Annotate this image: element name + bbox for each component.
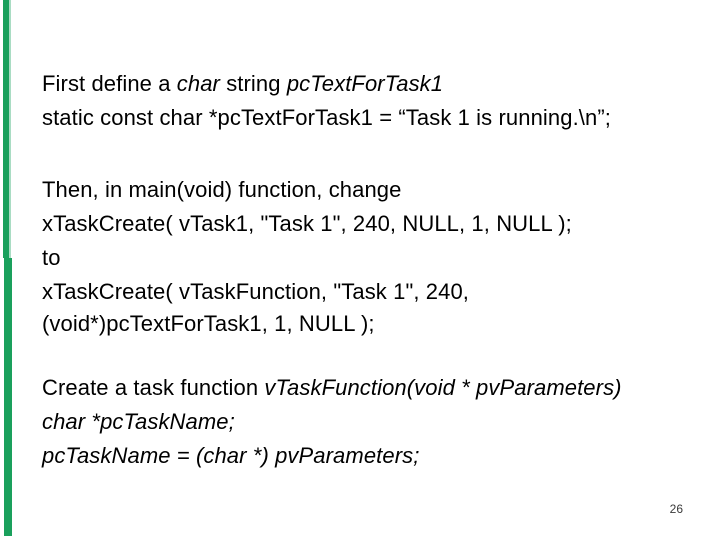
paragraph-xtaskcreate-change: Then, in main(void) function, change xTa… [42,173,706,338]
text-line: xTaskCreate( vTaskFunction, "Task 1", 24… [42,275,706,309]
text-line: Create a task function vTaskFunction(voi… [42,371,706,405]
text-line: xTaskCreate( vTask1, "Task 1", 240, NULL… [42,207,706,241]
page-number: 26 [669,502,683,516]
text-run: string [219,71,287,96]
text-line: Then, in main(void) function, change [42,173,706,207]
text-run: Then, in main(void) function, change [42,177,402,202]
text-run: xTaskCreate( vTask1, "Task 1", 240, NULL… [42,211,572,236]
text-run-italic: char [176,71,220,96]
text-line: to [42,241,706,275]
text-run: Create a task function [42,375,265,400]
text-run: (void*)pcTextForTask1, 1, NULL ); [42,311,375,336]
accent-bar-top [3,0,9,258]
text-line: pcTaskName = (char *) pvParameters; [42,439,706,473]
paragraph-define-string: First define a char string pcTextForTask… [42,67,706,135]
text-line: First define a char string pcTextForTask… [42,67,706,101]
text-run-italic: char *pcTaskName; [42,409,235,434]
paragraph-task-function: Create a task function vTaskFunction(voi… [42,371,706,473]
text-run-italic: pcTaskName = (char *) pvParameters; [42,443,420,468]
text-line: char *pcTaskName; [42,405,706,439]
text-run-italic: vTaskFunction(void * pvParameters) [264,375,622,400]
text-run: xTaskCreate( vTaskFunction, "Task 1", 24… [42,279,469,304]
text-run: to [42,245,61,270]
text-run: static const char *pcTextForTask1 = “Tas… [42,105,611,130]
text-run-italic: pcTextForTask1 [286,71,444,96]
text-line: static const char *pcTextForTask1 = “Tas… [42,101,706,135]
accent-bar-bottom [4,258,12,536]
text-run: First define a [42,71,177,96]
text-line: (void*)pcTextForTask1, 1, NULL ); [42,309,706,338]
accent-bar-highlight [9,0,11,258]
